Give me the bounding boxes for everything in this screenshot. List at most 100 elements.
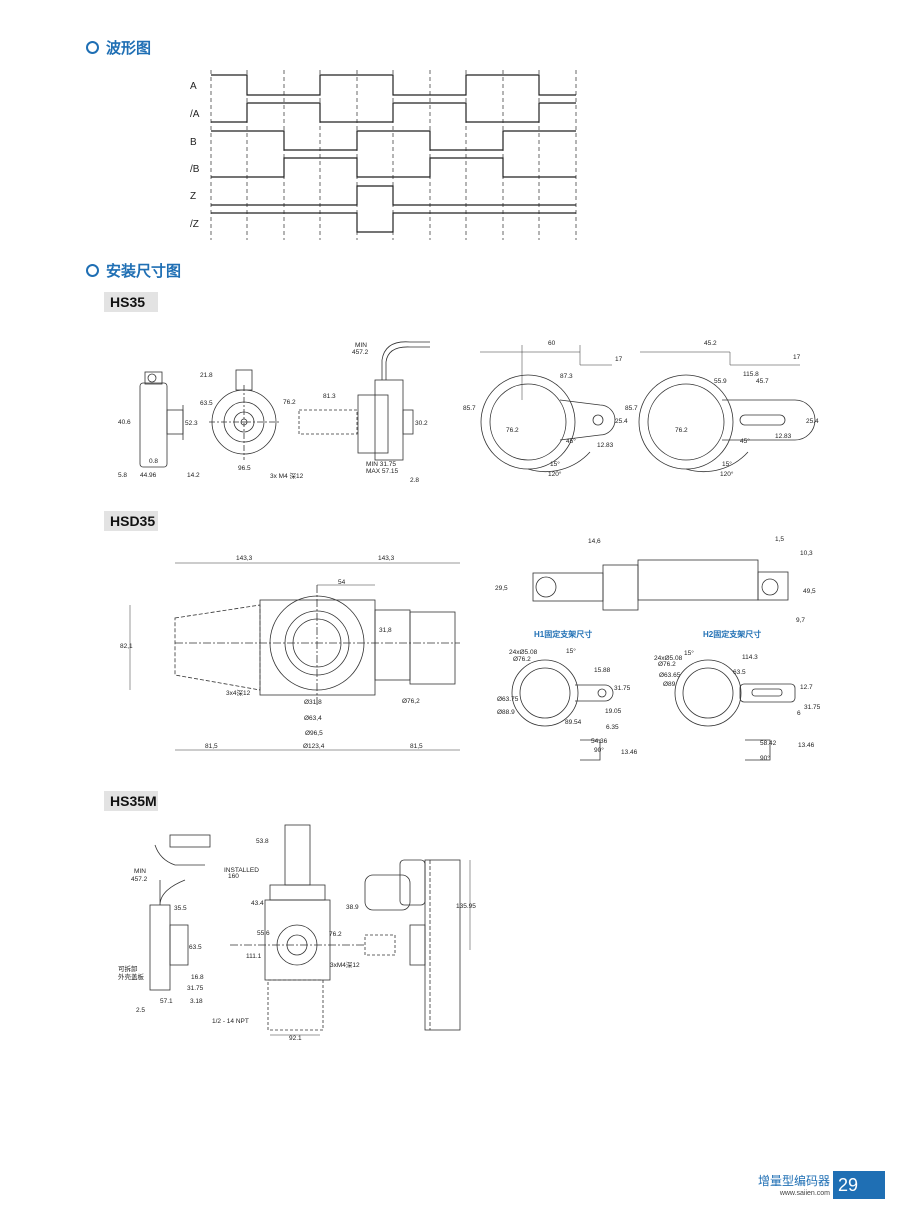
h1-dim: Ø88.9 [497, 709, 515, 716]
hs35m-dim: 135.95 [456, 903, 476, 910]
page-number: 29 [833, 1171, 885, 1199]
hs35m-dim: 43.4 [251, 900, 264, 907]
hs35m-side-body [149, 904, 171, 991]
hs35-dim: 44.96 [140, 472, 157, 479]
hsd35-dim: 143,3 [378, 555, 395, 562]
hs35m-dim: 2.5 [136, 1007, 145, 1014]
h2-dim: 63.5 [733, 669, 746, 676]
hsd35-dim: 143,3 [236, 555, 253, 562]
hs35m-dim: 53.8 [256, 838, 269, 845]
signal-label-z: Z [190, 191, 196, 202]
model-tag-hsd35: HSD35 [104, 511, 158, 531]
h1-bracket-title: H1固定支架尺寸 [534, 629, 592, 639]
model-tag-hs35: HS35 [104, 292, 158, 312]
footer-url[interactable]: www.saiien.com [779, 1190, 830, 1197]
signal-b-wave [211, 130, 576, 151]
signal-z-wave [211, 185, 576, 206]
hs35m-dim: 16.8 [191, 974, 204, 981]
hs35-dim: 25.4 [615, 418, 628, 425]
hs35-dim: 2.8 [410, 477, 419, 484]
hs35-dim: 55.9 [714, 378, 727, 385]
hs35-dim: 60 [548, 340, 556, 347]
h1-dim: Ø63.75 [497, 696, 519, 703]
hs35-dim: 17 [615, 356, 623, 363]
hs35m-dim: MIN [134, 868, 146, 875]
hsd35-dim: 54 [338, 579, 346, 586]
dimensions-section-title: 安装尺寸图 [86, 260, 181, 281]
hs35-dim: 12.83 [775, 433, 792, 440]
hs35-dim: MAX 57.15 [366, 468, 399, 475]
hs35m-dim: INSTALLED [224, 867, 259, 874]
h2-dim: 58.42 [760, 740, 777, 747]
hs35-dim: 115.8 [743, 371, 759, 378]
hs35-dim: 81.3 [323, 393, 336, 400]
hsd35-drawing: 143,3 143,3 54 82,1 31,8 3x4深12 Ø76,2 Ø3… [120, 536, 821, 762]
hs35m-main-body [264, 899, 331, 981]
waveform-grid [210, 70, 577, 240]
hs35m-dim: 76.2 [329, 931, 342, 938]
dimensions-title-text: 安装尺寸图 [106, 262, 182, 280]
hs35-dim: 45° [740, 437, 750, 445]
hsd35-dim: Ø123,4 [303, 743, 325, 750]
hs35-dim: MIN [355, 342, 367, 349]
hs35-dim: 52.3 [185, 420, 198, 427]
hs35-dim: MIN 31.75 [366, 461, 396, 468]
hs35-dim: 15° [550, 460, 560, 468]
hs35m-dim: 3.18 [190, 998, 203, 1005]
h2-dim: 90° [760, 754, 770, 762]
hsd35-dim: Ø76,2 [402, 698, 420, 705]
hsd35-dim: 14,6 [588, 538, 601, 545]
hs35-dim: 457.2 [352, 349, 369, 356]
hs35m-dim: 外壳盖板 [118, 972, 145, 981]
model-tag-hs35m: HS35M [104, 791, 158, 811]
hsd35-dim: 10,3 [800, 550, 813, 557]
hs35-dim: 5.8 [118, 472, 127, 479]
h1-dim: 19.05 [605, 708, 622, 715]
hs35m-drawing: MIN 457.2 35.5 63.5 可拆卸 外壳盖板 16.8 31.75 … [118, 824, 476, 1042]
hs35m-dim: 160 [228, 873, 239, 880]
h1-dim: 15.88 [594, 667, 611, 674]
hsd35-dim: 82,1 [120, 643, 133, 650]
hs35m-dim: 可拆卸 [118, 964, 138, 973]
hs35-dim: 96.5 [238, 465, 251, 472]
h1-dim: 90° [594, 746, 604, 754]
hs35-dim: 3x M4 深12 [270, 471, 304, 480]
h1-dim: 54.36 [591, 738, 608, 745]
hs35-drawing: 21.8 63.5 40.6 52.3 0.8 5.8 44.96 14.2 9… [118, 340, 819, 484]
hs35-dim: 45.7 [756, 378, 769, 385]
h2-dim: 114.3 [742, 654, 758, 661]
hs35m-dim: 38.9 [346, 904, 359, 911]
hs35-dim: 15° [722, 460, 732, 468]
hs35m-dim: 111.1 [246, 953, 262, 960]
hsd35-dim: 81,5 [410, 743, 423, 750]
h1-dim: 15° [566, 647, 576, 655]
h2-dim: 13.46 [798, 742, 815, 749]
hs35m-dim: 31.75 [187, 985, 204, 992]
h2-dim: 6 [797, 710, 801, 717]
hs35-dim: 30.2 [415, 420, 428, 427]
signal-a-inv-wave [211, 102, 576, 123]
hsd35-dim: 1,5 [775, 536, 784, 543]
footer-brand: 增量型编码器 [757, 1174, 830, 1188]
hsd35-dim: 81,5 [205, 743, 218, 750]
h2-dim: Ø89 [663, 681, 676, 688]
h1-dim: 6.35 [606, 724, 619, 731]
hs35-dim: 0.8 [149, 458, 158, 465]
signal-z-inv-wave [211, 212, 576, 233]
h2-bracket-title: H2固定支架尺寸 [703, 629, 761, 639]
h2-dim: 15° [684, 649, 694, 657]
hs35m-dim: 457.2 [131, 876, 148, 883]
circle-bullet-icon [86, 264, 99, 277]
hs35-dim: 76.2 [506, 427, 519, 434]
h1-dim: Ø76.2 [513, 656, 531, 663]
h1-dim: 31.75 [614, 685, 631, 692]
hs35m-dim: 3xM4深12 [330, 960, 360, 969]
hsd35-dim: 31,8 [379, 627, 392, 634]
hs35-dim: 76.2 [675, 427, 688, 434]
hsd35-dim: Ø63,4 [304, 715, 322, 722]
h1-dim: 13.46 [621, 749, 638, 756]
hs35m-dim: 1/2 - 14 NPT [212, 1018, 249, 1025]
hs35-dim: 45.2 [704, 340, 717, 347]
hs35-dim: 63.5 [200, 400, 213, 407]
hsd35-dim: 49,5 [803, 588, 816, 595]
